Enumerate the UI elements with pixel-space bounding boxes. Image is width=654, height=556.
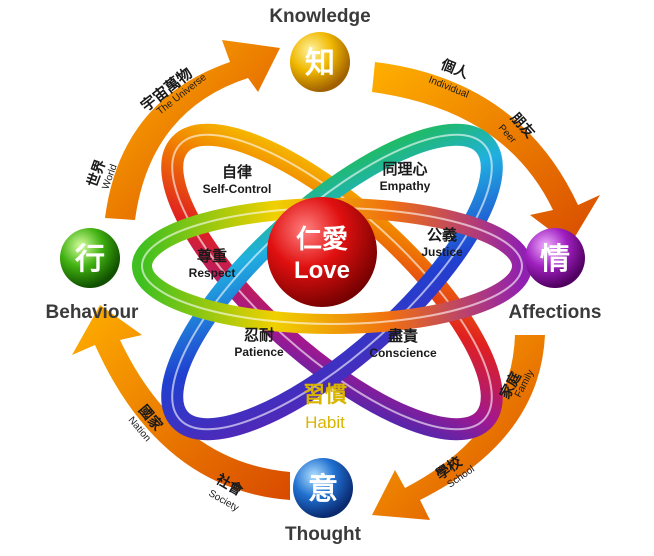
affections-label: Affections [509,302,602,323]
svg-text:忍耐: 忍耐 [244,326,274,344]
love-sphere [267,197,377,307]
behaviour-char: 行 [74,242,105,277]
love-en: Love [294,257,350,284]
svg-text:盡責: 盡責 [388,327,418,345]
thought-label: Thought [285,524,362,545]
value-conscience: 盡責 Conscience [369,327,437,360]
arrow-top-left [105,40,280,220]
svg-text:Self-Control: Self-Control [203,182,272,196]
svg-text:Justice: Justice [421,245,463,259]
knowledge-sphere [290,32,350,92]
svg-text:Respect: Respect [189,266,236,280]
arrow-bottom-left [72,305,290,500]
svg-text:自律: 自律 [222,163,252,181]
svg-text:尊重: 尊重 [197,247,227,265]
arrow-top-right [372,62,600,245]
value-patience: 忍耐 Patience [234,326,284,359]
svg-text:Empathy: Empathy [380,179,431,193]
affections-char: 情 [540,242,570,277]
habit-en: Habit [305,413,345,432]
thought-sphere [293,458,353,518]
svg-text:公義: 公義 [427,226,457,244]
arrow-bottom-right [372,335,545,520]
value-empathy: 同理心 Empathy [380,160,431,193]
value-self-control: 自律 Self-Control [203,163,272,196]
behaviour-label: Behaviour [46,302,140,323]
svg-text:Patience: Patience [234,345,284,359]
svg-text:同理心: 同理心 [382,160,427,178]
knowledge-char: 知 [305,46,335,81]
ellipse-ring-a [161,123,503,441]
behaviour-sphere [60,228,120,288]
knowledge-label: Knowledge [269,6,370,27]
svg-text:Conscience: Conscience [369,346,437,360]
thought-char: 意 [308,472,338,507]
love-zh: 仁愛 [296,225,348,255]
value-respect: 尊重 Respect [189,247,236,280]
affections-sphere [525,228,585,288]
habit-zh: 習慣 [303,382,347,408]
value-justice: 公義 Justice [421,226,463,259]
